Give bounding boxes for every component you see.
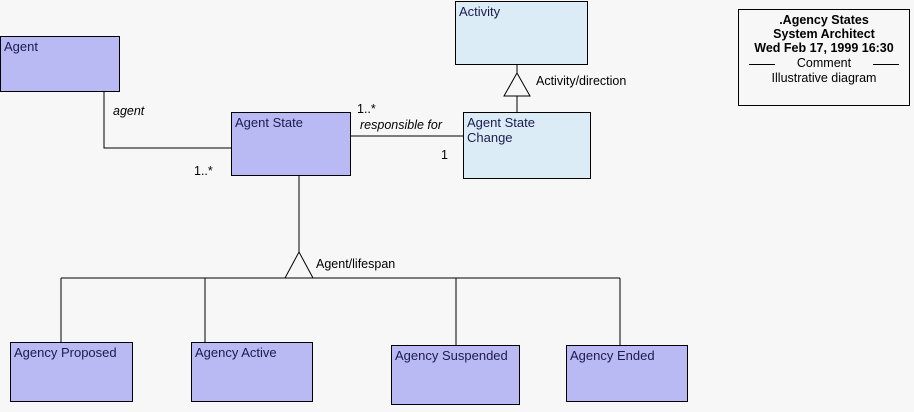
edge-label-responsible-for: responsible for	[360, 118, 442, 132]
class-node-activity[interactable]: Activity	[455, 1, 588, 65]
title-block-comment-text: Illustrative diagram	[771, 71, 877, 85]
edge-agent-to-agent-state	[103, 91, 231, 149]
edge-label-agent-role: agent	[113, 104, 145, 118]
title-block-diagram-name: .Agency States	[779, 13, 869, 27]
class-node-agent-state-change[interactable]: Agent State Change	[463, 112, 591, 179]
class-node-agency-ended[interactable]: Agency Ended	[566, 345, 688, 402]
class-node-agency-suspended[interactable]: Agency Suspended	[391, 345, 520, 405]
class-node-agent[interactable]: Agent	[0, 36, 120, 92]
class-node-agency-active[interactable]: Agency Active	[191, 342, 313, 402]
generalization-triangle-lifespan	[284, 250, 314, 279]
class-node-agent-state[interactable]: Agent State	[231, 112, 351, 176]
title-block-timestamp: Wed Feb 17, 1999 16:30	[754, 41, 894, 55]
title-block-tool-name: System Architect	[773, 27, 875, 41]
edge-label-agent-state-multiplicity: 1..*	[194, 164, 213, 178]
edge-label-activity-direction: Activity/direction	[536, 74, 627, 88]
edge-label-responsible-source-multiplicity: 1..*	[357, 102, 376, 116]
class-node-agency-proposed[interactable]: Agency Proposed	[10, 342, 133, 402]
title-block-comment-separator: Comment	[745, 56, 903, 71]
edge-label-agent-lifespan: Agent/lifespan	[316, 257, 396, 271]
title-block: .Agency States System Architect Wed Feb …	[738, 9, 910, 106]
edge-label-responsible-target-multiplicity: 1	[441, 148, 448, 162]
generalization-triangle-activity	[503, 71, 531, 97]
